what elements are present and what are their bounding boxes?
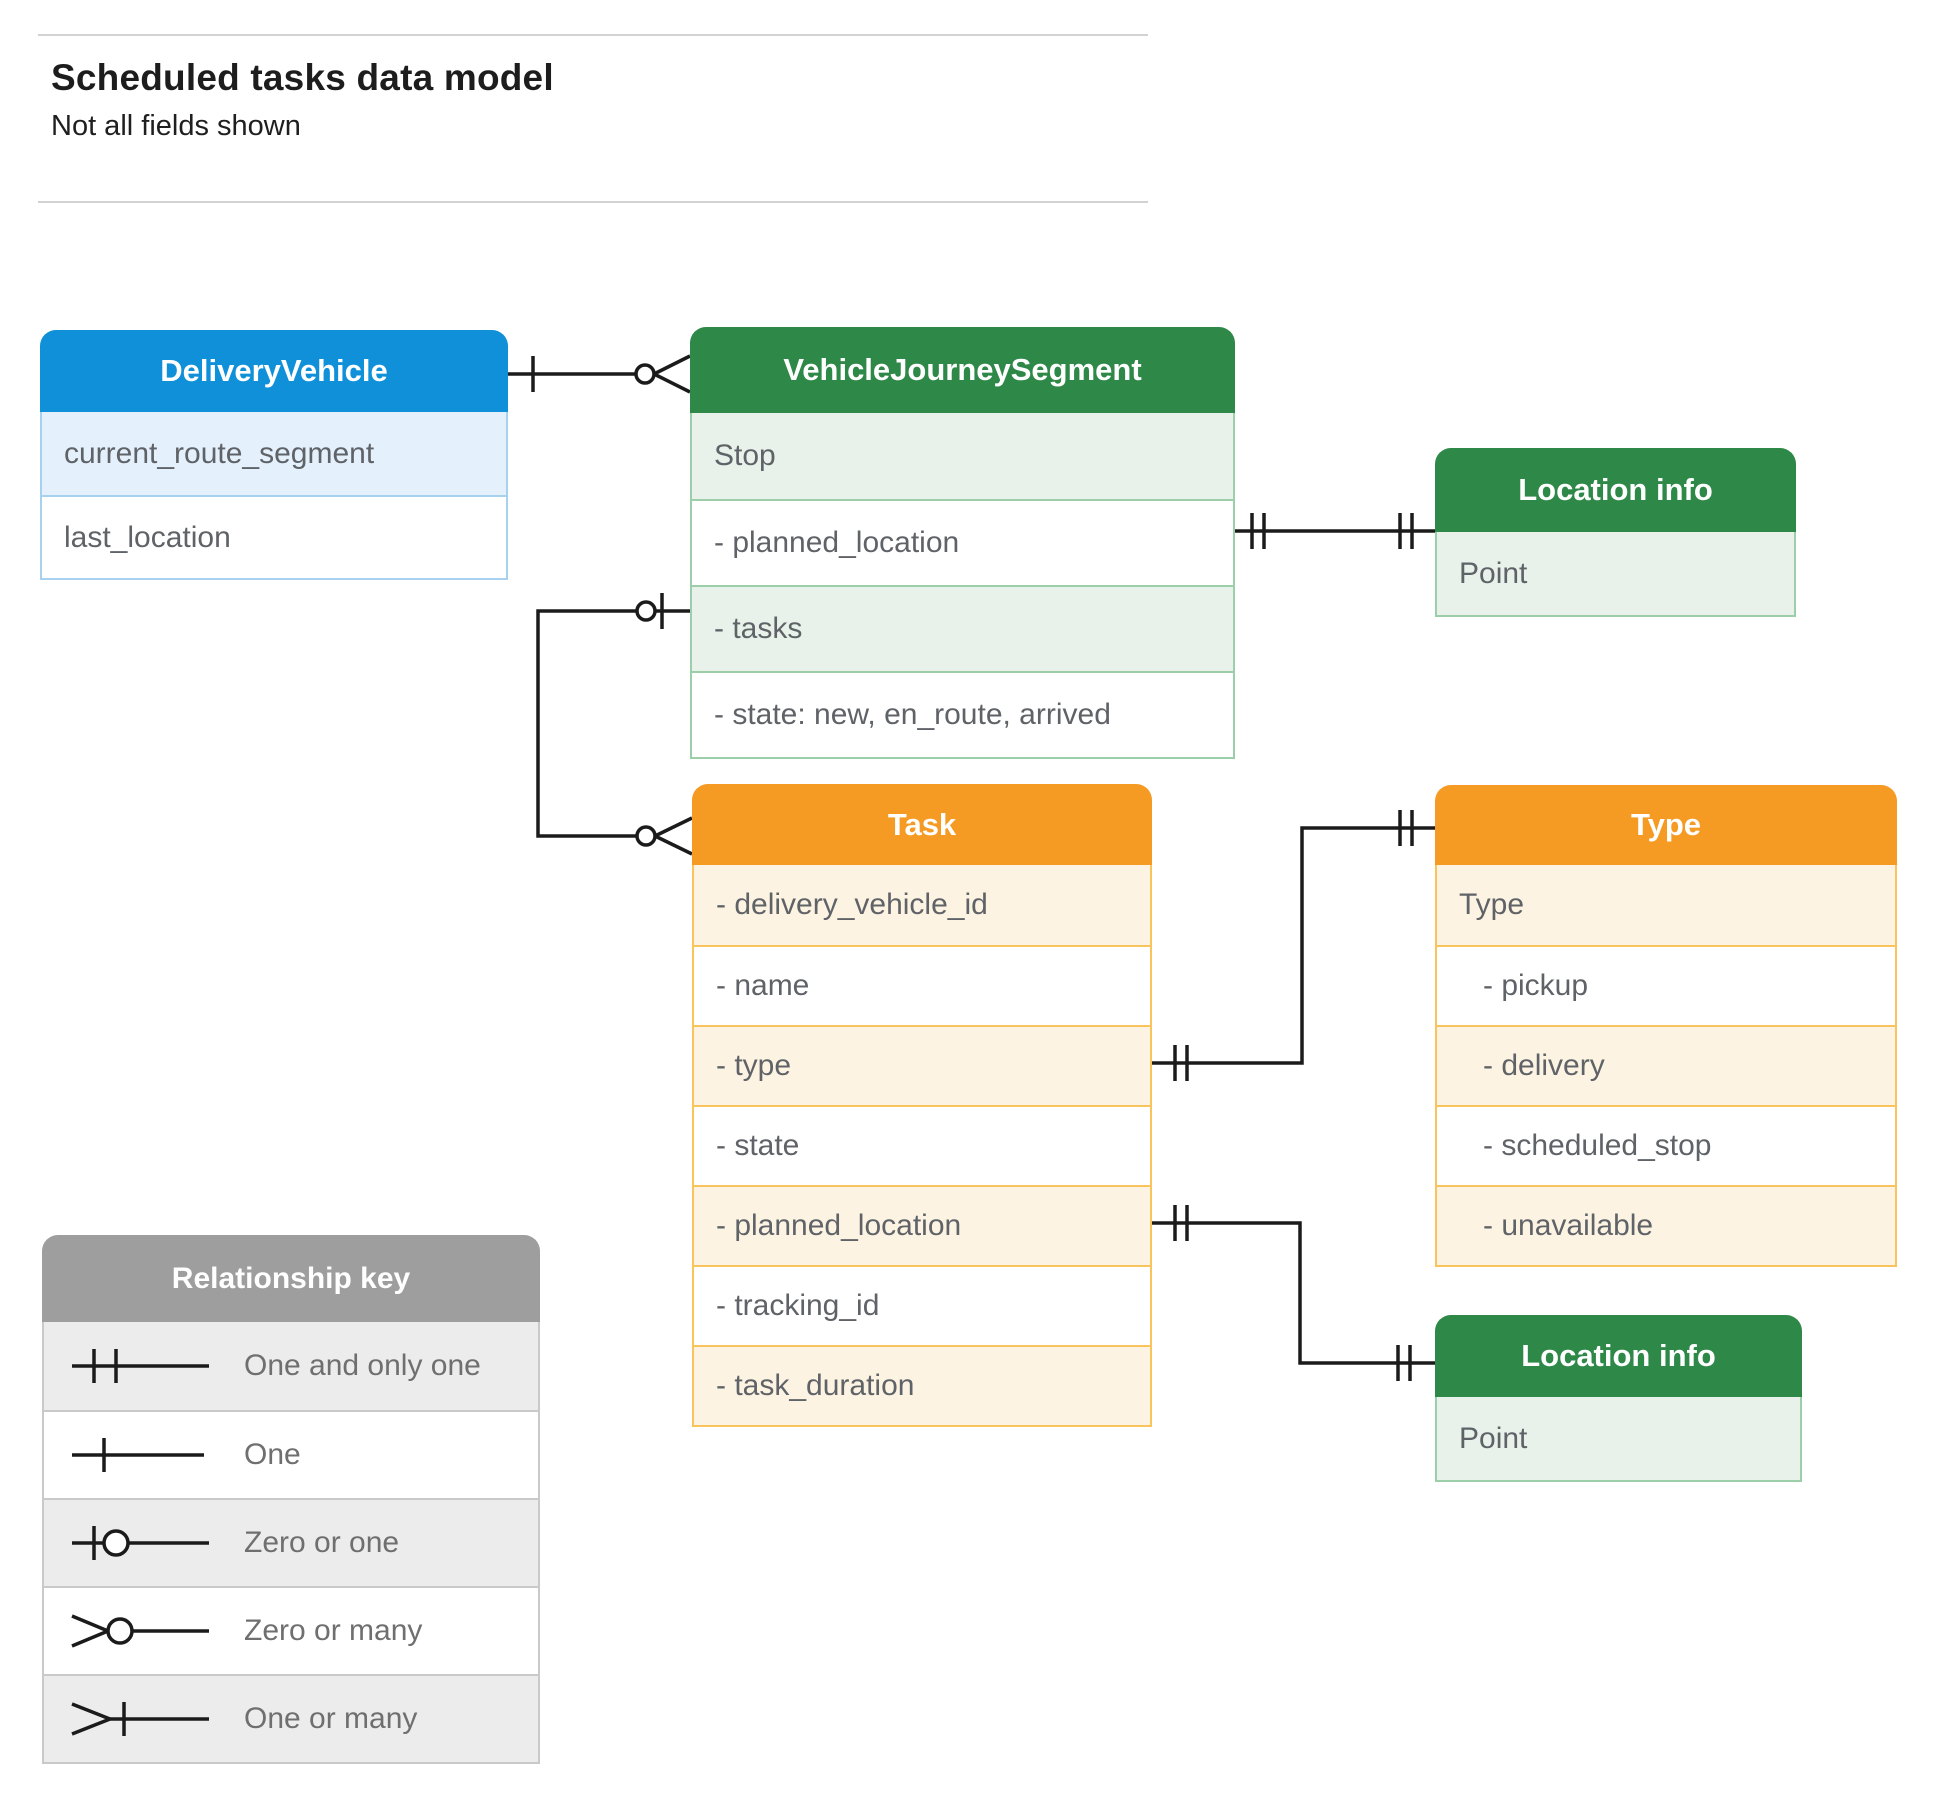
entity-location-info-top-body: Point — [1435, 532, 1796, 617]
entity-task: Task - delivery_vehicle_id - name - type… — [692, 784, 1152, 1427]
field-task-duration: - task_duration — [694, 1345, 1150, 1425]
field-point: Point — [1437, 1397, 1800, 1480]
relationship-key: Relationship key One and only one One Ze… — [42, 1235, 540, 1764]
legend-label: Zero or many — [244, 1614, 423, 1647]
legend-item-one: One — [44, 1410, 538, 1498]
field-stop: Stop — [692, 413, 1233, 499]
field-state: - state — [694, 1105, 1150, 1185]
legend-item-one-or-many: One or many — [44, 1674, 538, 1762]
one-or-many-icon — [71, 1702, 209, 1736]
entity-location-info-bottom-body: Point — [1435, 1397, 1802, 1482]
entity-task-body: - delivery_vehicle_id - name - type - st… — [692, 865, 1152, 1427]
field-point: Point — [1437, 532, 1794, 615]
connector-vjs-tasks-to-task — [536, 593, 693, 856]
entity-type: Type Type - pickup - delivery - schedule… — [1435, 785, 1897, 1267]
field-type: - type — [694, 1025, 1150, 1105]
connector-task-plannedlocation-to-locationinfo — [1152, 1205, 1435, 1381]
page-subtitle: Not all fields shown — [51, 110, 301, 142]
field-pickup: - pickup — [1437, 945, 1895, 1025]
relationship-key-body: One and only one One Zero or one Zero or… — [42, 1322, 540, 1764]
field-delivery-vehicle-id: - delivery_vehicle_id — [694, 865, 1150, 945]
entity-location-info-top-header: Location info — [1435, 448, 1796, 532]
field-tracking-id: - tracking_id — [694, 1265, 1150, 1345]
bottom-divider — [38, 201, 1148, 203]
field-scheduled-stop: - scheduled_stop — [1437, 1105, 1895, 1185]
entity-delivery-vehicle: DeliveryVehicle current_route_segment la… — [40, 330, 508, 580]
field-type-label: Type — [1437, 865, 1895, 945]
field-tasks: - tasks — [692, 585, 1233, 671]
zero-or-many-icon — [71, 1614, 209, 1648]
connector-task-type-to-type — [1152, 810, 1435, 1081]
page-title: Scheduled tasks data model — [51, 57, 554, 98]
entity-type-body: Type - pickup - delivery - scheduled_sto… — [1435, 865, 1897, 1267]
entity-location-info-top: Location info Point — [1435, 448, 1796, 617]
one-icon — [72, 1438, 204, 1472]
legend-label: Zero or one — [244, 1526, 400, 1559]
legend-label: One or many — [244, 1702, 418, 1735]
entity-delivery-vehicle-body: current_route_segment last_location — [40, 412, 508, 580]
entity-vehicle-journey-segment-body: Stop - planned_location - tasks - state:… — [690, 413, 1235, 759]
entity-vehicle-journey-segment: VehicleJourneySegment Stop - planned_loc… — [690, 327, 1235, 759]
field-current-route-segment: current_route_segment — [42, 412, 506, 495]
legend-label: One and only one — [244, 1349, 481, 1382]
legend-item-zero-or-many: Zero or many — [44, 1586, 538, 1674]
entity-task-header: Task — [692, 784, 1152, 865]
legend-item-one-and-only-one: One and only one — [44, 1322, 538, 1410]
zero-or-one-icon — [72, 1526, 209, 1560]
top-divider — [38, 34, 1148, 36]
entity-type-header: Type — [1435, 785, 1897, 865]
field-state: - state: new, en_route, arrived — [692, 671, 1233, 757]
field-planned-location: - planned_location — [694, 1185, 1150, 1265]
relationship-key-header: Relationship key — [42, 1235, 540, 1322]
field-unavailable: - unavailable — [1437, 1185, 1895, 1265]
entity-location-info-bottom: Location info Point — [1435, 1315, 1802, 1482]
one-and-only-one-icon — [72, 1349, 209, 1383]
field-delivery: - delivery — [1437, 1025, 1895, 1105]
field-planned-location: - planned_location — [692, 499, 1233, 585]
connector-deliveryvehicle-to-vehiclejourneysegment — [508, 354, 691, 394]
entity-vehicle-journey-segment-header: VehicleJourneySegment — [690, 327, 1235, 413]
entity-location-info-bottom-header: Location info — [1435, 1315, 1802, 1397]
connector-vjs-plannedlocation-to-locationinfo — [1235, 513, 1435, 549]
entity-delivery-vehicle-header: DeliveryVehicle — [40, 330, 508, 412]
field-last-location: last_location — [42, 495, 506, 578]
legend-item-zero-or-one: Zero or one — [44, 1498, 538, 1586]
legend-label: One — [244, 1438, 301, 1471]
field-name: - name — [694, 945, 1150, 1025]
